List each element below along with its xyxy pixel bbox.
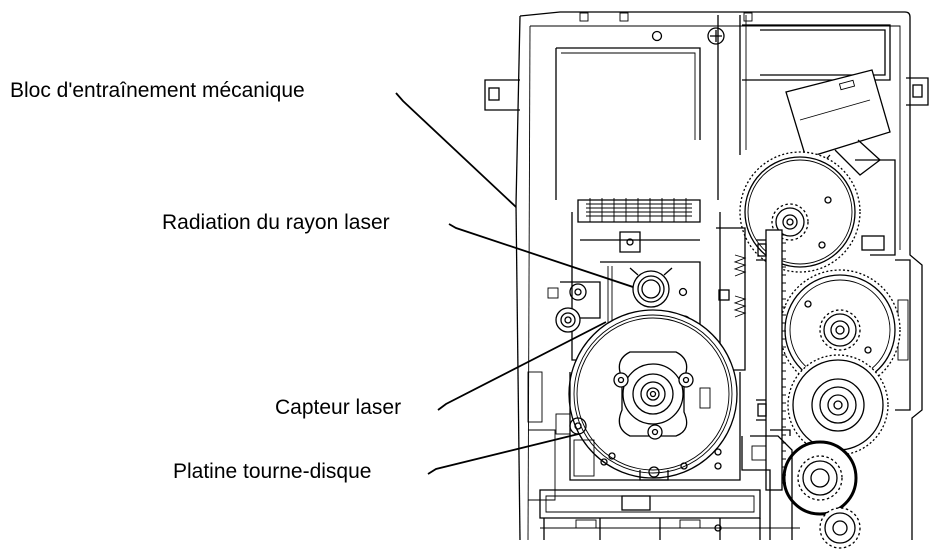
gear-middle-right <box>779 269 901 391</box>
label-laser-sensor: Capteur laser <box>275 396 401 419</box>
pulley-left <box>555 307 581 333</box>
gear-bottom-small <box>819 507 861 549</box>
pickup-sled <box>547 198 721 361</box>
screw-icon <box>707 27 725 45</box>
drive-rack <box>756 229 786 491</box>
label-drive-block: Bloc d'entraînement mécanique <box>10 79 305 102</box>
side-panel-right <box>855 159 911 411</box>
label-laser-radiation: Radiation du rayon laser <box>162 211 390 234</box>
screw-icon <box>678 372 694 388</box>
gear-bottom-ring <box>782 440 858 516</box>
mount-hole <box>651 30 663 42</box>
label-turntable: Platine tourne-disque <box>173 460 371 483</box>
screw-icon <box>647 424 663 440</box>
laser-lens <box>629 267 673 308</box>
gear-lower-right <box>787 354 889 456</box>
leader-laser-radiation <box>448 223 643 291</box>
turntable-platter <box>568 309 738 479</box>
lower-mechanism <box>741 429 793 540</box>
motor-base-plate <box>555 372 741 481</box>
side-tab-left <box>484 79 520 111</box>
leader-laser-sensor <box>437 321 607 411</box>
bottom-tray <box>539 489 800 540</box>
screw-icon <box>613 372 629 388</box>
side-tab-right <box>906 77 929 106</box>
leader-turntable <box>427 426 608 475</box>
leader-drive-block <box>395 92 517 208</box>
frame-details-left <box>527 371 556 501</box>
